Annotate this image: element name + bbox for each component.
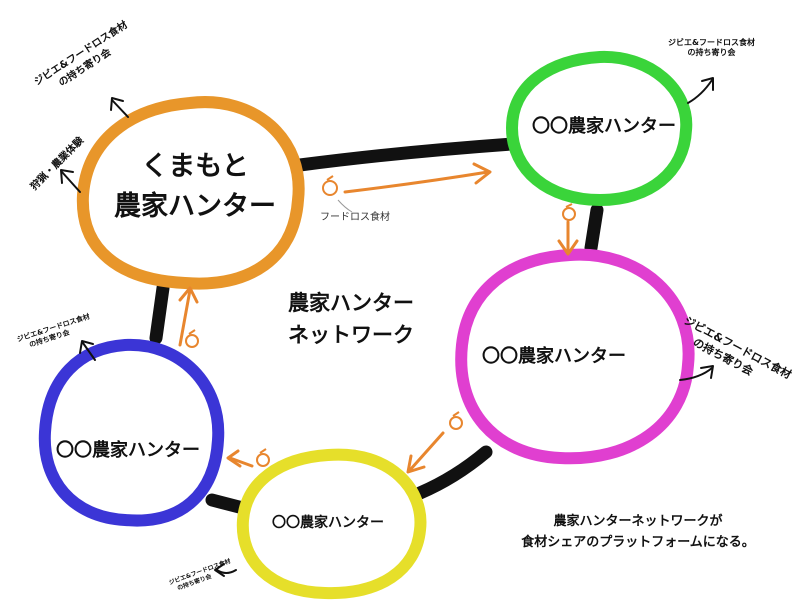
node-circle-blue (38, 338, 225, 527)
annotation-green-gibier: ジビエ&フードロス食材 の持ち寄り会 (668, 38, 755, 59)
food-arrow-magenta-yellow (408, 431, 445, 472)
link-green-magenta (584, 203, 604, 255)
vegetable-icon (562, 203, 576, 221)
annotation-green-gibier-line2: の持ち寄り会 (687, 48, 736, 58)
node-circle-magenta (455, 248, 695, 465)
node-label-blue: 〇〇農家ハンター (56, 440, 200, 461)
node-circle-yellow (236, 448, 427, 600)
food-arrow-blue-kumamoto (178, 288, 192, 347)
node-label-magenta: 〇〇農家ハンター (482, 346, 626, 367)
food-loss-leader (337, 199, 353, 213)
vegetable-icon (185, 329, 199, 348)
node-label-green: 〇〇農家ハンター (532, 116, 676, 137)
network-links (149, 137, 604, 515)
food-arrow-kumamoto-green (343, 170, 490, 194)
link-kumamoto-green (293, 137, 519, 172)
center-title: 農家ハンター ネットワーク (288, 288, 414, 351)
link-blue-kumamoto (149, 281, 170, 345)
node-label-kumamoto-line1: くまもと (141, 151, 249, 182)
annotation-arrows (60, 77, 714, 577)
vegetable-icons (185, 175, 576, 467)
food-loss-label: フードロス食材 (320, 212, 390, 223)
vegetable-icon (256, 448, 270, 467)
summary-line1: 農家ハンターネットワークが (553, 514, 723, 529)
summary-line2: 食材シェアのプラットフォームになる。 (521, 534, 755, 550)
node-label-kumamoto: くまもと 農家ハンター (100, 150, 290, 224)
center-title-line2: ネットワーク (288, 322, 414, 347)
node-circle-kumamoto (76, 96, 305, 290)
node-circle-green (505, 50, 693, 207)
food-arrows (178, 162, 579, 474)
food-arrow-yellow-blue (228, 456, 254, 468)
vegetable-icon (322, 175, 338, 196)
center-title-line1: 農家ハンター (288, 291, 414, 315)
link-yellow-blue (205, 493, 250, 515)
node-label-kumamoto-line2: 農家ハンター (114, 190, 276, 222)
vegetable-icon (449, 411, 463, 430)
summary-text: 農家ハンターネットワークが 食材シェアのプラットフォームになる。 (488, 512, 788, 554)
node-label-yellow: 〇〇農家ハンター (272, 515, 384, 531)
link-magenta-yellow (413, 445, 493, 500)
annotation-green-gibier-line1: ジビエ&フードロス食材 (668, 38, 755, 47)
